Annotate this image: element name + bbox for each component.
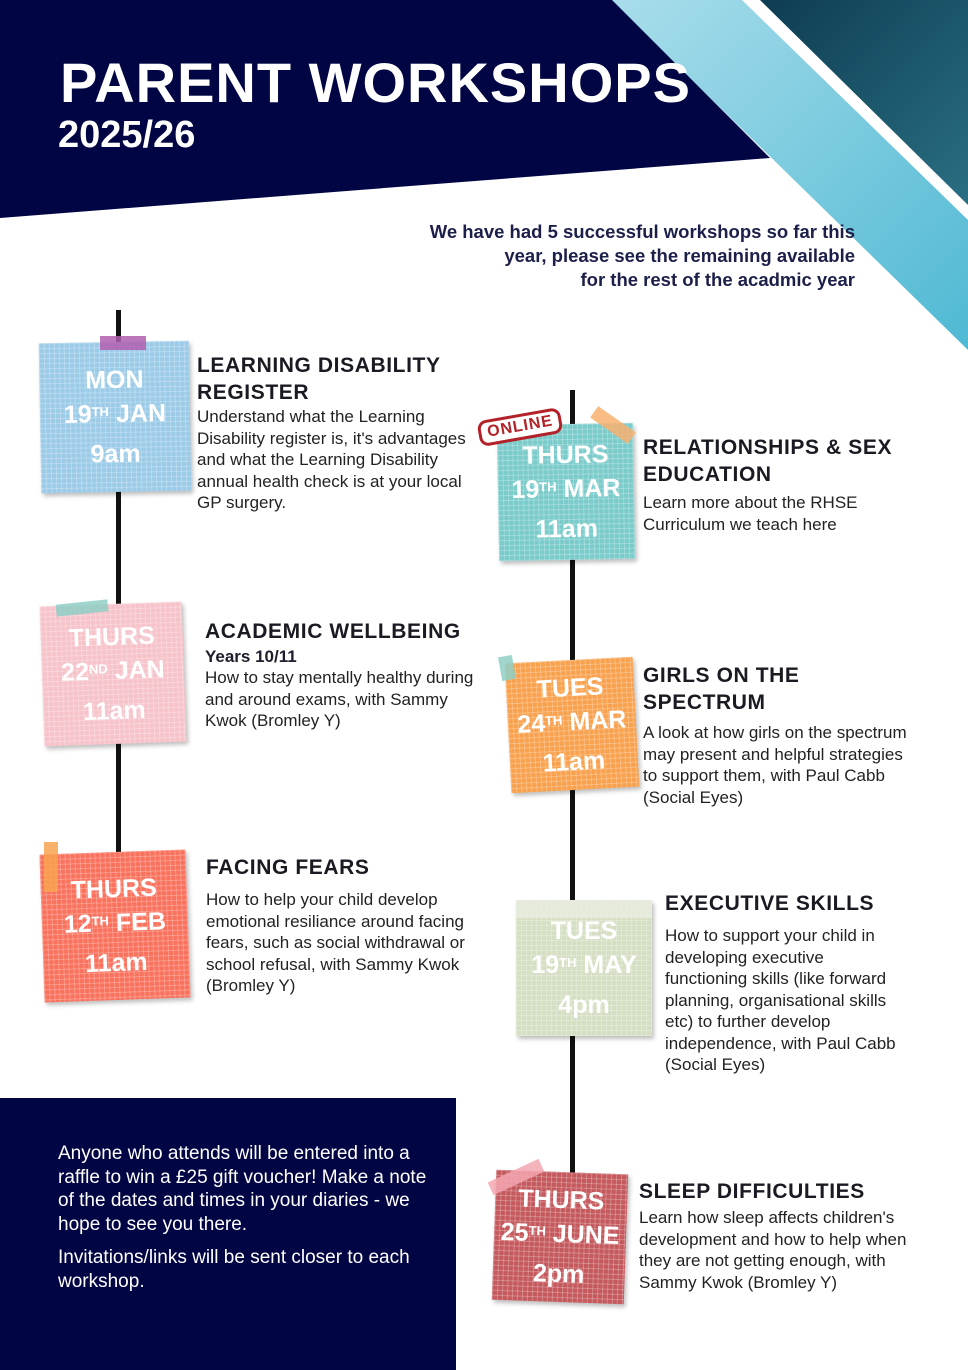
note-date: 24TH MAR <box>516 704 627 739</box>
note-day: THURS <box>70 873 158 905</box>
date-note: TUES 19TH MAY 4pm <box>516 900 652 1036</box>
event-title: FACING FEARS <box>206 856 370 879</box>
event-4: GIRLS ON THE SPECTRUM A look at how girls… <box>643 662 913 808</box>
note-day: MON <box>84 364 144 395</box>
note-time: 11am <box>82 695 147 726</box>
intro-text: We have had 5 successful workshops so fa… <box>360 220 855 292</box>
invites-text: Invitations/links will be sent closer to… <box>58 1247 410 1292</box>
note-day: THURS <box>517 1184 605 1216</box>
note-day: THURS <box>522 439 609 470</box>
note-day: TUES <box>536 671 605 704</box>
event-title: EXECUTIVE SKILLS <box>665 892 875 915</box>
event-subtitle: Years 10/11 <box>205 647 297 666</box>
event-title: GIRLS ON THE SPECTRUM <box>643 664 800 714</box>
event-title: RELATIONSHIPS & SEX EDUCATION <box>643 436 893 486</box>
note-time: 9am <box>90 439 141 468</box>
note-time: 4pm <box>558 990 610 1019</box>
intro-line: We have had 5 successful workshops so fa… <box>429 221 855 242</box>
event-title: ACADEMIC WELLBEING <box>205 620 461 643</box>
tape-decoration <box>44 842 58 892</box>
note-time: 2pm <box>532 1258 585 1289</box>
intro-line: year, please see the remaining available <box>504 245 855 266</box>
note-date: 22ND JAN <box>60 654 166 687</box>
note-date: 25TH JUNE <box>500 1217 620 1250</box>
event-description: How to support your child in developing … <box>665 926 896 1074</box>
note-date: 12TH FEB <box>63 906 167 939</box>
note-time: 11am <box>535 513 599 544</box>
event-description: Learn how sleep affects children's devel… <box>639 1208 907 1292</box>
event-title: LEARNING DISABILITY REGISTER <box>197 354 441 404</box>
intro-line: for the rest of the acadmic year <box>580 269 855 290</box>
note-date: 19TH MAR <box>511 473 621 504</box>
timeline-right <box>570 390 575 1240</box>
footer-panel: Anyone who attends will be entered into … <box>0 1098 456 1370</box>
event-description: A look at how girls on the spectrum may … <box>643 723 907 807</box>
note-date: 19TH MAY <box>531 950 637 979</box>
note-time: 11am <box>84 947 149 978</box>
event-5: EXECUTIVE SKILLS How to support your chil… <box>665 890 900 1076</box>
event-title: SLEEP DIFFICULTIES <box>639 1180 865 1203</box>
page-title: PARENT WORKSHOPS <box>60 51 691 114</box>
note-date: 19TH JAN <box>63 398 167 429</box>
page-year: 2025/26 <box>58 114 196 156</box>
tape-decoration <box>516 900 652 918</box>
event-description: How to help your child develop emotional… <box>206 890 465 995</box>
note-day: THURS <box>68 621 156 653</box>
event-3: RELATIONSHIPS & SEX EDUCATION Learn more … <box>643 434 893 535</box>
note-day: TUES <box>550 916 618 945</box>
note-time: 11am <box>541 745 606 778</box>
event-6: SLEEP DIFFICULTIES Learn how sleep affect… <box>639 1178 919 1293</box>
event-description: Understand what the Learning Disability … <box>197 407 466 512</box>
tape-decoration <box>100 336 146 350</box>
event-2: FACING FEARS How to help your child devel… <box>206 854 484 997</box>
raffle-text: Anyone who attends will be entered into … <box>58 1143 427 1235</box>
event-description: How to stay mentally healthy during and … <box>205 668 474 730</box>
event-description: Learn more about the RHSE Curriculum we … <box>643 493 858 534</box>
